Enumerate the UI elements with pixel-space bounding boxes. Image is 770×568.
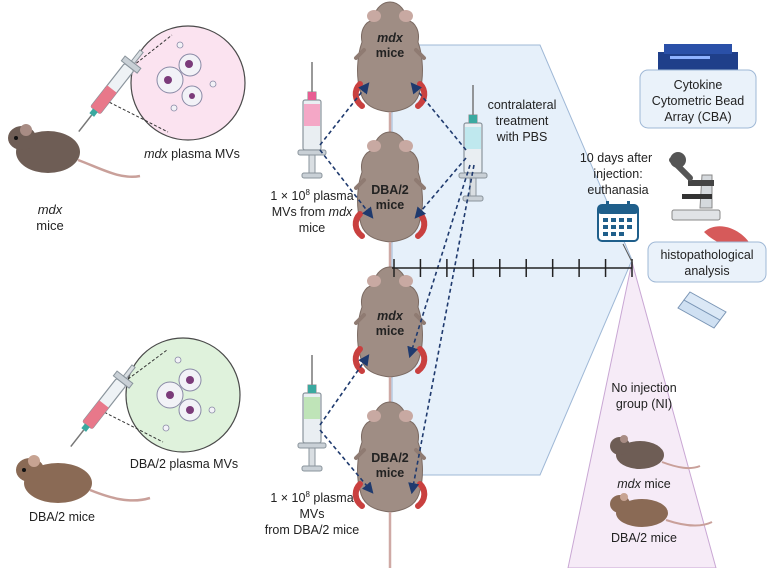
mouse-icon	[610, 493, 713, 527]
syringe-icon	[297, 354, 327, 472]
syringe-icon	[70, 364, 136, 448]
treated-mouse-3-line1: mdx	[377, 309, 404, 323]
dose-label-bottom-1: 1 × 108 plasma	[270, 490, 353, 505]
slide-icon	[677, 291, 727, 329]
cba-line-2: Cytometric Bead	[652, 94, 744, 108]
left-mouse-label-dba: DBA/2 mice	[29, 510, 95, 524]
dose-label-bottom-2: MVs	[300, 507, 325, 521]
ni-group-funnel	[567, 261, 717, 568]
treated-mouse-4-line2: mice	[376, 466, 405, 480]
syringe-icon	[297, 61, 327, 179]
ni-title-1: No injection	[611, 381, 676, 395]
mouse-icon	[610, 435, 701, 470]
treated-mouse-4-line1: DBA/2	[371, 451, 409, 465]
cba-line-3: Array (CBA)	[664, 110, 731, 124]
treated-mouse-2-line1: DBA/2	[371, 183, 409, 197]
timeline-note-2: injection:	[593, 167, 642, 181]
ni-mouse-2: DBA/2 mice	[611, 531, 677, 545]
left-mouse-label-1: mdx	[38, 202, 63, 217]
ni-mouse-1: mdx mice	[617, 477, 671, 491]
timeline-axis	[392, 259, 633, 277]
left-mouse-label-2: mice	[36, 218, 63, 233]
contralateral-line-1: contralateral	[488, 98, 557, 112]
syringe-icon	[458, 84, 488, 202]
histo-line-1: histopathological	[660, 248, 753, 262]
dose-label-top-2: MVs from mdx	[272, 205, 353, 219]
mdx-mv-label: mdx plasma MVs	[144, 147, 240, 161]
cytometer-icon	[658, 44, 738, 70]
histo-box	[647, 241, 767, 283]
contralateral-line-2: treatment	[496, 114, 549, 128]
timeline-note-3: euthanasia	[587, 183, 648, 197]
dose-label-bottom-3: from DBA/2 mice	[265, 523, 360, 537]
mouse-icon	[16, 455, 151, 503]
injection-arrows	[319, 82, 475, 495]
ni-title-2: group (NI)	[616, 397, 672, 411]
vesicle-icon	[156, 356, 216, 432]
cba-line-1: Cytokine	[674, 78, 723, 92]
timeline-note-1: 10 days after	[580, 151, 652, 165]
treated-mouse-3-line2: mice	[376, 324, 405, 338]
dose-label-top-3: mice	[299, 221, 325, 235]
microscope-icon	[669, 152, 721, 221]
dba-mv-label: DBA/2 plasma MVs	[130, 457, 238, 471]
mdx-mv-circle	[130, 25, 246, 141]
histo-line-2: analysis	[684, 264, 729, 278]
contralateral-line-3: with PBS	[496, 130, 548, 144]
dose-label-top-1: 1 × 108 plasma	[270, 188, 353, 203]
treated-mouse-2-line2: mice	[376, 198, 405, 212]
syringe-icon	[78, 49, 144, 133]
treated-mouse-1-line1: mdx	[377, 31, 404, 45]
cba-box	[639, 69, 757, 129]
mouse-icon	[8, 124, 141, 179]
treated-mouse-1-line2: mice	[376, 46, 405, 60]
calendar-icon	[597, 201, 639, 242]
vesicle-icon	[156, 41, 217, 112]
